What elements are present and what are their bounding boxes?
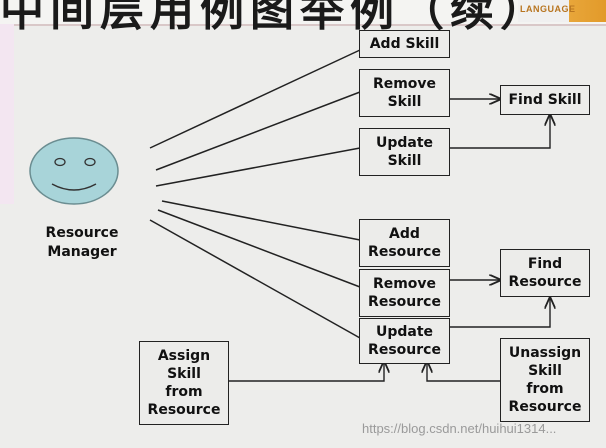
use-case-assign-skill-from-resource: Assign Skill from Resource	[139, 341, 229, 425]
watermark-text: https://blog.csdn.net/huihui1314...	[362, 421, 557, 436]
unassign-skill-to-update-resource-arrow	[427, 362, 500, 382]
association-add-skill	[149, 49, 361, 149]
logo-text: LANGUAGE	[520, 4, 576, 14]
association-remove-resource	[157, 209, 361, 288]
actor-smiley-icon	[29, 137, 119, 205]
association-add-resource	[161, 200, 361, 241]
association-update-resource	[149, 219, 361, 339]
language-logo: LANGUAGE	[518, 0, 606, 22]
use-case-remove-resource: Remove Resource	[359, 269, 450, 317]
use-case-add-resource: Add Resource	[359, 219, 450, 267]
use-case-remove-skill: Remove Skill	[359, 69, 450, 117]
use-case-add-skill: Add Skill	[359, 30, 450, 58]
use-case-find-skill: Find Skill	[500, 85, 590, 115]
slide-title-band: 中间层用例图举例（续）	[0, 0, 606, 36]
update-skill-to-find-skill-arrow	[449, 115, 550, 149]
update-resource-to-find-resource-arrow	[449, 298, 550, 328]
actor-label: Resource Manager	[45, 225, 119, 260]
use-case-update-resource: Update Resource	[359, 318, 450, 364]
left-accent-strip	[0, 24, 14, 204]
use-case-unassign-skill-from-resource: Unassign Skill from Resource	[500, 338, 590, 422]
slide-title: 中间层用例图举例（续）	[0, 0, 550, 36]
assign-skill-to-update-resource-arrow	[229, 362, 384, 382]
association-update-skill	[155, 147, 361, 187]
use-case-find-resource: Find Resource	[500, 249, 590, 297]
use-case-update-skill: Update Skill	[359, 128, 450, 176]
association-remove-skill	[155, 91, 361, 171]
